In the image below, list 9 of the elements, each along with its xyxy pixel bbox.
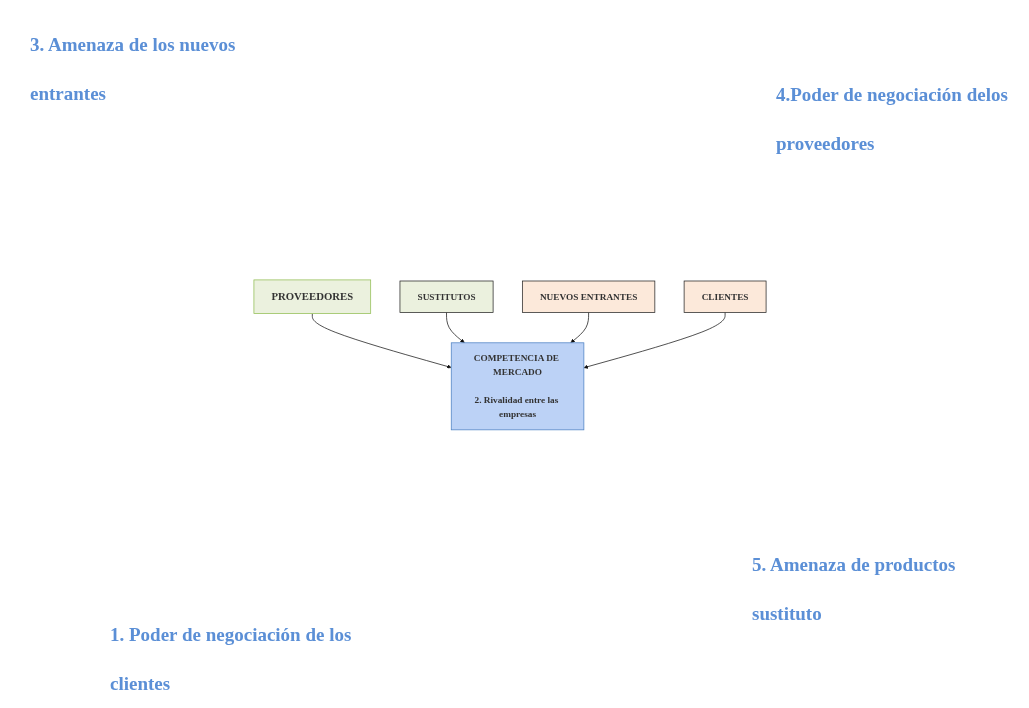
node-box: CLIENTES	[683, 280, 767, 313]
node-box: PROVEEDORES	[253, 279, 372, 315]
node-box: SUSTITUTOS	[399, 280, 494, 313]
node-box: COMPETENCIA DE MERCADO 2. Rivalidad entre las empresas	[450, 342, 585, 431]
note-text: 5. Amenaza de productos sustituto	[752, 553, 957, 627]
note-text: 1. Poder de negociación de los clientes	[110, 623, 353, 697]
node-box: NUEVOS ENTRANTES	[522, 280, 656, 313]
note-text: 4.Poder de negociación delos proveedores	[776, 83, 1009, 157]
note-text: 3. Amenaza de los nuevos entrantes	[30, 33, 237, 107]
